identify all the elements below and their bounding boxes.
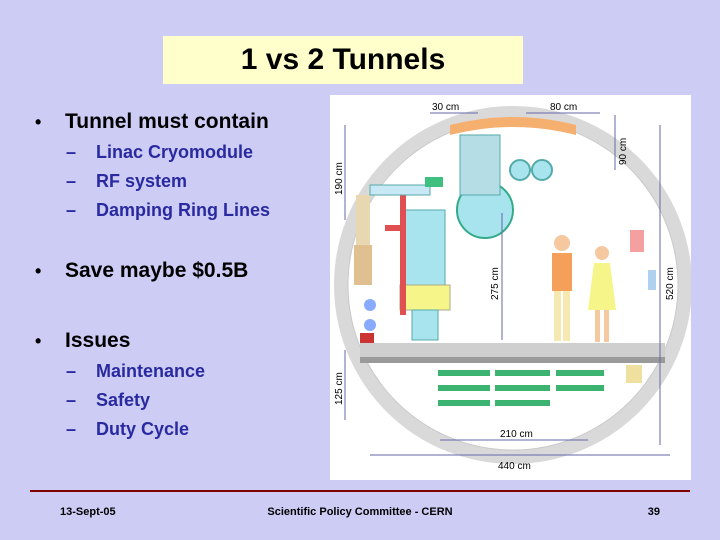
bullet-dot: • [35, 331, 42, 351]
bullet-2: • Save maybe $0.5B [35, 259, 248, 283]
dim-90cm: 90 cm [618, 138, 629, 165]
sub-dash: – [66, 390, 77, 410]
dim-125cm: 125 cm [334, 372, 345, 405]
bullet-3: • Issues [35, 329, 130, 353]
dimension-lines [344, 112, 670, 456]
sub-bullet-1-3-text: Damping Ring Lines [96, 200, 271, 220]
rf-system [369, 184, 451, 341]
footer-page-number: 39 [647, 506, 660, 518]
bullet-dot: • [35, 112, 42, 132]
footer-date: 13-Sept-05 [60, 506, 116, 518]
left-wall-equipment [354, 195, 376, 343]
sub-dash: – [66, 171, 77, 191]
linac-cryomodule [425, 134, 553, 239]
slide-title: 1 vs 2 Tunnels [240, 43, 446, 76]
dim-275cm: 275 cm [490, 267, 501, 300]
dim-30cm: 30 cm [432, 102, 459, 113]
sub-bullet-3-1-text: Maintenance [96, 361, 206, 381]
tunnel-floor [360, 343, 665, 357]
footer-divider [30, 490, 690, 492]
sub-bullet-1-2-text: RF system [96, 171, 188, 191]
person-figure-1 [552, 235, 572, 341]
right-wall-equipment [626, 230, 656, 383]
tunnel-wall [334, 106, 692, 464]
floor-edge [360, 357, 665, 363]
cable-trays [438, 370, 604, 406]
sub-bullet-1-1: – Linac Cryomodule [66, 142, 253, 163]
sub-dash: – [66, 200, 77, 220]
dim-190cm: 190 cm [334, 162, 345, 195]
dim-520cm: 520 cm [665, 267, 676, 300]
bullet-3-text: Issues [65, 329, 131, 352]
bullet-1: • Tunnel must contain [35, 110, 269, 134]
slide-title-box: 1 vs 2 Tunnels [163, 36, 523, 84]
sub-bullet-3-1: – Maintenance [66, 361, 205, 382]
tunnel-cross-section-figure: 30 cm 80 cm 90 cm 190 cm 275 cm 520 cm 1… [330, 95, 692, 480]
sub-dash: – [66, 361, 77, 381]
ceiling-rail [450, 117, 576, 135]
tunnel-diagram: 30 cm 80 cm 90 cm 190 cm 275 cm 520 cm 1… [334, 102, 692, 472]
dim-80cm: 80 cm [550, 102, 577, 113]
sub-bullet-3-2-text: Safety [96, 390, 151, 410]
sub-bullet-3-3: – Duty Cycle [66, 419, 189, 440]
bullet-1-text: Tunnel must contain [65, 110, 269, 133]
sub-bullet-1-2: – RF system [66, 171, 187, 192]
dim-440cm: 440 cm [498, 461, 531, 472]
sub-bullet-1-3: – Damping Ring Lines [66, 200, 270, 221]
sub-bullet-3-2: – Safety [66, 390, 150, 411]
sub-dash: – [66, 142, 77, 162]
sub-bullet-3-3-text: Duty Cycle [96, 419, 190, 439]
person-figure-2 [588, 246, 616, 342]
footer-committee: Scientific Policy Committee - CERN [267, 506, 453, 518]
bullet-dot: • [35, 261, 42, 281]
bullet-2-text: Save maybe $0.5B [65, 259, 249, 282]
sub-bullet-1-1-text: Linac Cryomodule [96, 142, 254, 162]
dim-210cm: 210 cm [500, 429, 533, 440]
sub-dash: – [66, 419, 77, 439]
